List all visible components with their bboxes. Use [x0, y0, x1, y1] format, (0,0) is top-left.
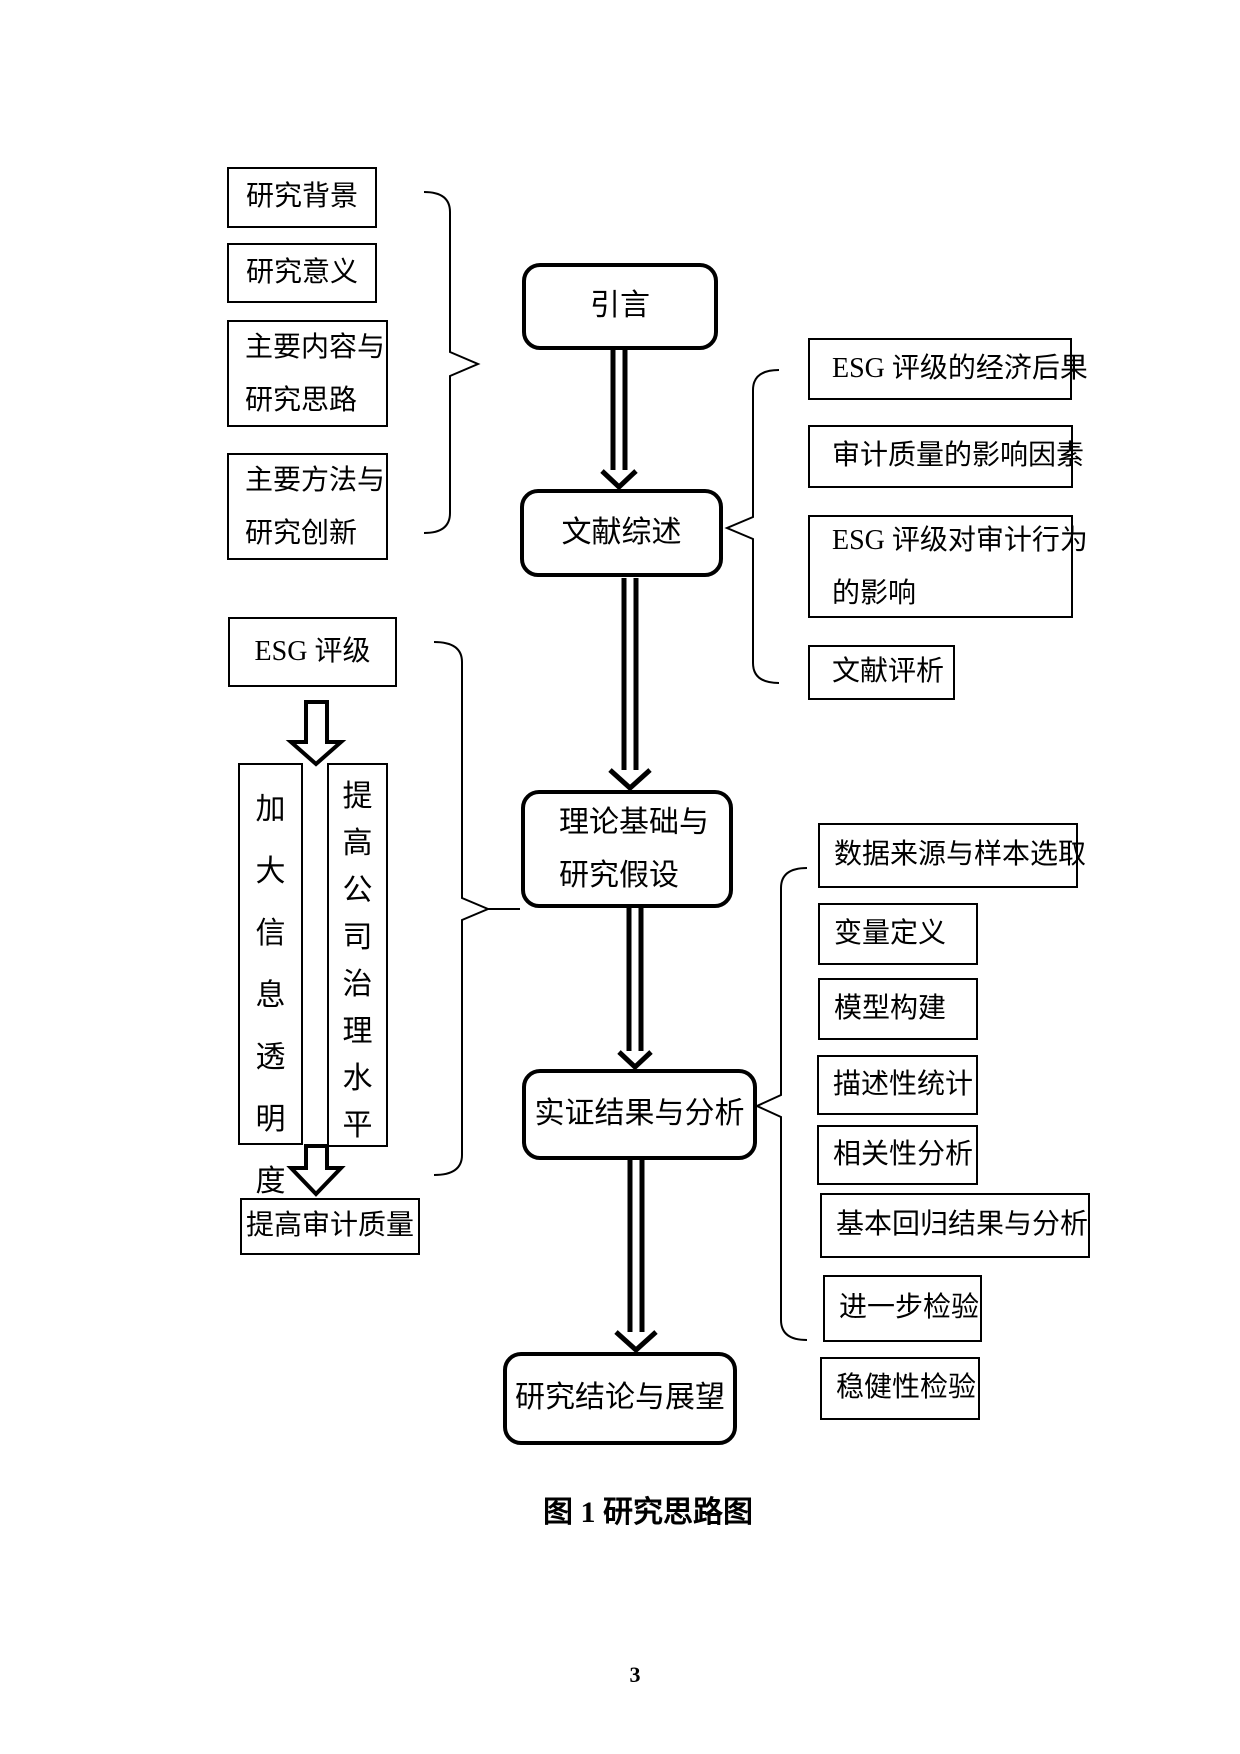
box-label-line2: 的影响 — [832, 577, 917, 609]
box-research-significance: 研究意义 — [227, 243, 377, 303]
box-data-source-sample: 数据来源与样本选取 — [818, 823, 1086, 888]
box-label: 相关性分析 — [833, 1138, 974, 1170]
box-label-line2: 研究思路 — [245, 384, 358, 416]
box-further-tests: 进一步检验 — [823, 1275, 982, 1342]
box-label: 稳健性检验 — [836, 1372, 977, 1404]
box-label: 研究背景 — [245, 181, 358, 213]
box-label: 描述性统计 — [833, 1068, 974, 1100]
box-research-background: 研究背景 — [227, 167, 377, 228]
box-literature-commentary: 文献评析 — [808, 645, 955, 700]
box-label: 进一步检验 — [839, 1292, 980, 1324]
brace-theory-group — [433, 641, 520, 1176]
flow-node-label: 研究结论与展望 — [515, 1381, 725, 1415]
block-arrow-esg-mediators — [285, 700, 347, 767]
flow-arrow-intro-literature — [600, 350, 638, 491]
brace-empirical-group — [754, 867, 808, 1341]
box-label-line1: ESG 评级对审计行为 — [832, 524, 1088, 556]
flow-node-conclusion-outlook: 研究结论与展望 — [503, 1352, 737, 1445]
flow-arrow-theory-empirical — [617, 908, 653, 1071]
box-main-content-roadmap: 主要内容与 研究思路 — [227, 320, 388, 427]
box-esg-rating: ESG 评级 — [228, 617, 397, 687]
box-label: 研究意义 — [245, 256, 358, 288]
page-number: 3 — [629, 1662, 641, 1687]
box-esg-economic-consequences: ESG 评级的经济后果 — [808, 338, 1088, 400]
brace-literature-group — [724, 369, 780, 684]
box-label: 基本回归结果与分析 — [836, 1209, 1089, 1241]
box-audit-quality-factors: 审计质量的影响因素 — [808, 425, 1084, 488]
box-label-line2: 研究创新 — [245, 517, 358, 549]
flow-node-label: 引言 — [590, 289, 650, 323]
block-arrow-mediators-outcome — [286, 1144, 346, 1197]
box-label: 提高审计质量 — [245, 1210, 414, 1242]
box-esg-impact-audit-behavior: ESG 评级对审计行为 的影响 — [808, 515, 1088, 618]
box-label-line1: 主要内容与 — [245, 331, 386, 363]
vertical-box-label: 加大信息透明度 — [255, 793, 286, 1198]
box-model-construction: 模型构建 — [818, 978, 978, 1040]
box-label: 变量定义 — [834, 917, 947, 949]
box-improve-corporate-governance: 提高公司治理水平 — [327, 763, 388, 1147]
flow-arrow-literature-theory — [608, 578, 652, 792]
box-baseline-regression-results: 基本回归结果与分析 — [820, 1193, 1090, 1258]
flow-node-empirical-results: 实证结果与分析 — [522, 1069, 757, 1160]
box-correlation-analysis: 相关性分析 — [817, 1125, 978, 1185]
box-label: 审计质量的影响因素 — [832, 440, 1085, 472]
brace-intro-group — [423, 191, 481, 534]
vertical-box-label: 提高公司治理水平 — [342, 780, 373, 1142]
box-improve-audit-quality: 提高审计质量 — [240, 1198, 420, 1255]
box-variable-definition: 变量定义 — [818, 903, 978, 965]
box-label: 数据来源与样本选取 — [834, 839, 1087, 871]
flow-node-label: 文献综述 — [561, 515, 682, 549]
box-label-line1: 主要方法与 — [245, 464, 386, 496]
box-main-methods-innovation: 主要方法与 研究创新 — [227, 453, 388, 560]
flow-node-introduction: 引言 — [522, 263, 718, 350]
box-descriptive-statistics: 描述性统计 — [817, 1055, 978, 1115]
flow-node-theory-hypotheses: 理论基础与 研究假设 — [521, 790, 733, 908]
box-increase-information-transparency: 加大信息透明度 — [238, 763, 303, 1198]
box-label: ESG 评级的经济后果 — [832, 352, 1088, 384]
flow-node-label-line2: 研究假设 — [559, 859, 679, 892]
box-robustness-tests: 稳健性检验 — [820, 1357, 980, 1420]
flow-arrow-empirical-conclusion — [614, 1160, 658, 1354]
flow-node-literature-review: 文献综述 — [520, 489, 723, 577]
figure-caption: 图 1 研究思路图 — [543, 1496, 753, 1529]
flow-node-label: 实证结果与分析 — [534, 1097, 745, 1131]
box-label: 文献评析 — [832, 656, 945, 688]
flow-node-label-line1: 理论基础与 — [559, 806, 709, 839]
box-label: ESG 评级 — [254, 635, 371, 667]
box-label: 模型构建 — [834, 992, 947, 1024]
